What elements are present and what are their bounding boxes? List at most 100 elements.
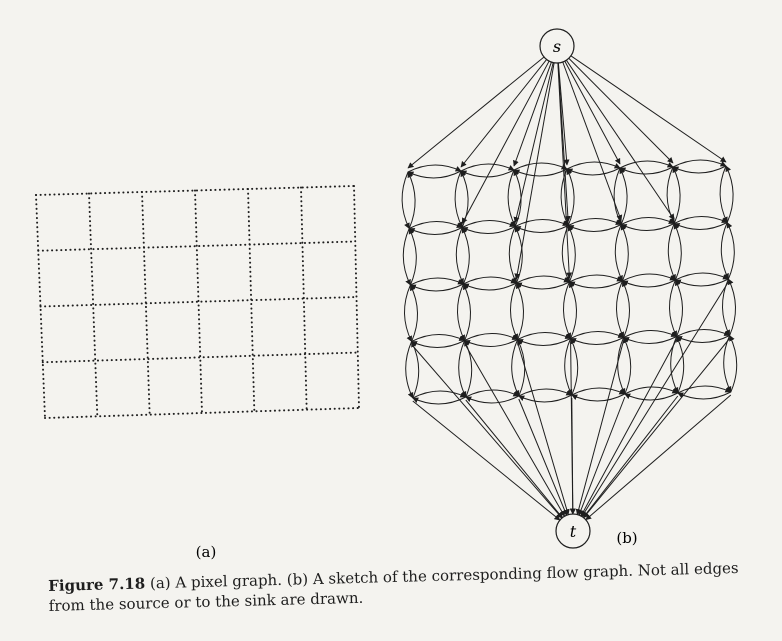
source-edge (562, 61, 623, 222)
horizontal-edge (463, 276, 517, 285)
grid-row-line (44, 407, 360, 419)
horizontal-edge (623, 330, 678, 338)
horizontal-edge (675, 272, 729, 281)
sink-edge (583, 338, 730, 519)
source-edge (461, 60, 550, 225)
horizontal-edge (461, 220, 516, 228)
vertical-edge (513, 169, 522, 227)
source-edge (565, 59, 675, 220)
vertical-edge (464, 339, 473, 398)
horizontal-edge (571, 393, 626, 402)
horizontal-edge (676, 329, 731, 337)
horizontal-edge (518, 394, 573, 403)
vertical-edge (673, 222, 682, 281)
horizontal-edge (460, 163, 515, 172)
vertical-edge (617, 337, 626, 395)
horizontal-edge (465, 395, 520, 404)
grid-col-line (35, 194, 46, 419)
vertical-edge (672, 166, 681, 224)
caption-figure-number: Figure 7.18 (48, 574, 146, 595)
sink-edge (412, 400, 561, 521)
horizontal-edge (570, 337, 624, 345)
horizontal-edge (465, 389, 520, 398)
vertical-edge (623, 336, 632, 395)
sink-edge (575, 340, 625, 516)
horizontal-edge (672, 159, 727, 168)
vertical-edge (619, 167, 628, 225)
sink-edge (580, 339, 678, 517)
vertical-edge (669, 279, 678, 338)
sink-edge (581, 281, 729, 518)
horizontal-edge (411, 340, 465, 348)
vertical-edge (411, 340, 420, 399)
flow-graph: s t (401, 28, 738, 549)
horizontal-edge (567, 218, 622, 226)
grid-col-line (300, 186, 308, 411)
horizontal-edge (407, 164, 462, 173)
horizontal-edge (674, 278, 729, 287)
horizontal-edge (514, 219, 569, 227)
vertical-edge (568, 281, 577, 339)
panel-b-label: (b) (616, 529, 637, 547)
source-edge (557, 62, 570, 166)
vertical-edge (719, 165, 728, 224)
horizontal-edge (517, 338, 571, 346)
vertical-edge (667, 223, 676, 281)
vertical-edge (460, 170, 469, 228)
vertical-edge (666, 166, 675, 225)
horizontal-edge (566, 167, 621, 176)
horizontal-edge (619, 166, 674, 175)
pixel-grid (35, 185, 360, 419)
vertical-edge (620, 223, 629, 282)
vertical-edge (402, 228, 411, 286)
vertical-edge (566, 168, 575, 226)
vertical-edge (720, 222, 729, 280)
source-edge (407, 56, 545, 169)
grid-col-line (353, 185, 360, 409)
horizontal-edge (409, 283, 464, 292)
horizontal-edge (517, 332, 572, 340)
vertical-edge (725, 165, 734, 223)
source-node: s (539, 28, 575, 64)
vertical-edge (726, 221, 735, 280)
panel-a-label: (a) (196, 543, 217, 561)
source-edge (570, 55, 727, 163)
sink-edges (411, 281, 732, 521)
horizontal-edge (514, 225, 569, 233)
horizontal-edge (622, 273, 676, 282)
source-edge (513, 62, 554, 224)
sink-edge (585, 394, 732, 521)
sink-label: t (570, 522, 577, 541)
source-label: s (553, 37, 561, 56)
sink-edge (517, 342, 570, 516)
horizontal-edge (412, 390, 467, 399)
source-edge (460, 59, 548, 168)
horizontal-edge (677, 391, 732, 400)
sink-edge (465, 399, 563, 519)
vertical-edge (462, 283, 471, 341)
source-edges (407, 55, 727, 280)
horizontal-edge (570, 331, 625, 339)
vertical-edge (674, 279, 683, 337)
sink-edge (411, 344, 563, 519)
vertical-edge (567, 224, 576, 283)
sink-edge (582, 395, 679, 518)
grid-col-line (88, 192, 99, 418)
horizontal-edge (676, 335, 730, 343)
horizontal-edge (461, 226, 516, 234)
source-edge (568, 57, 674, 164)
vertical-edge (613, 167, 622, 226)
sink-edge (518, 398, 568, 516)
vertical-edge (514, 225, 523, 284)
horizontal-edge (407, 170, 462, 179)
grid-col-line (194, 189, 203, 414)
horizontal-edge (515, 281, 570, 290)
horizontal-edge (623, 336, 677, 344)
vertical-edge (722, 278, 731, 337)
horizontal-edge (464, 339, 518, 347)
vertical-edge (563, 281, 572, 340)
horizontal-edge (513, 168, 568, 177)
horizontal-edge (620, 223, 675, 231)
vertical-edge (510, 282, 519, 341)
